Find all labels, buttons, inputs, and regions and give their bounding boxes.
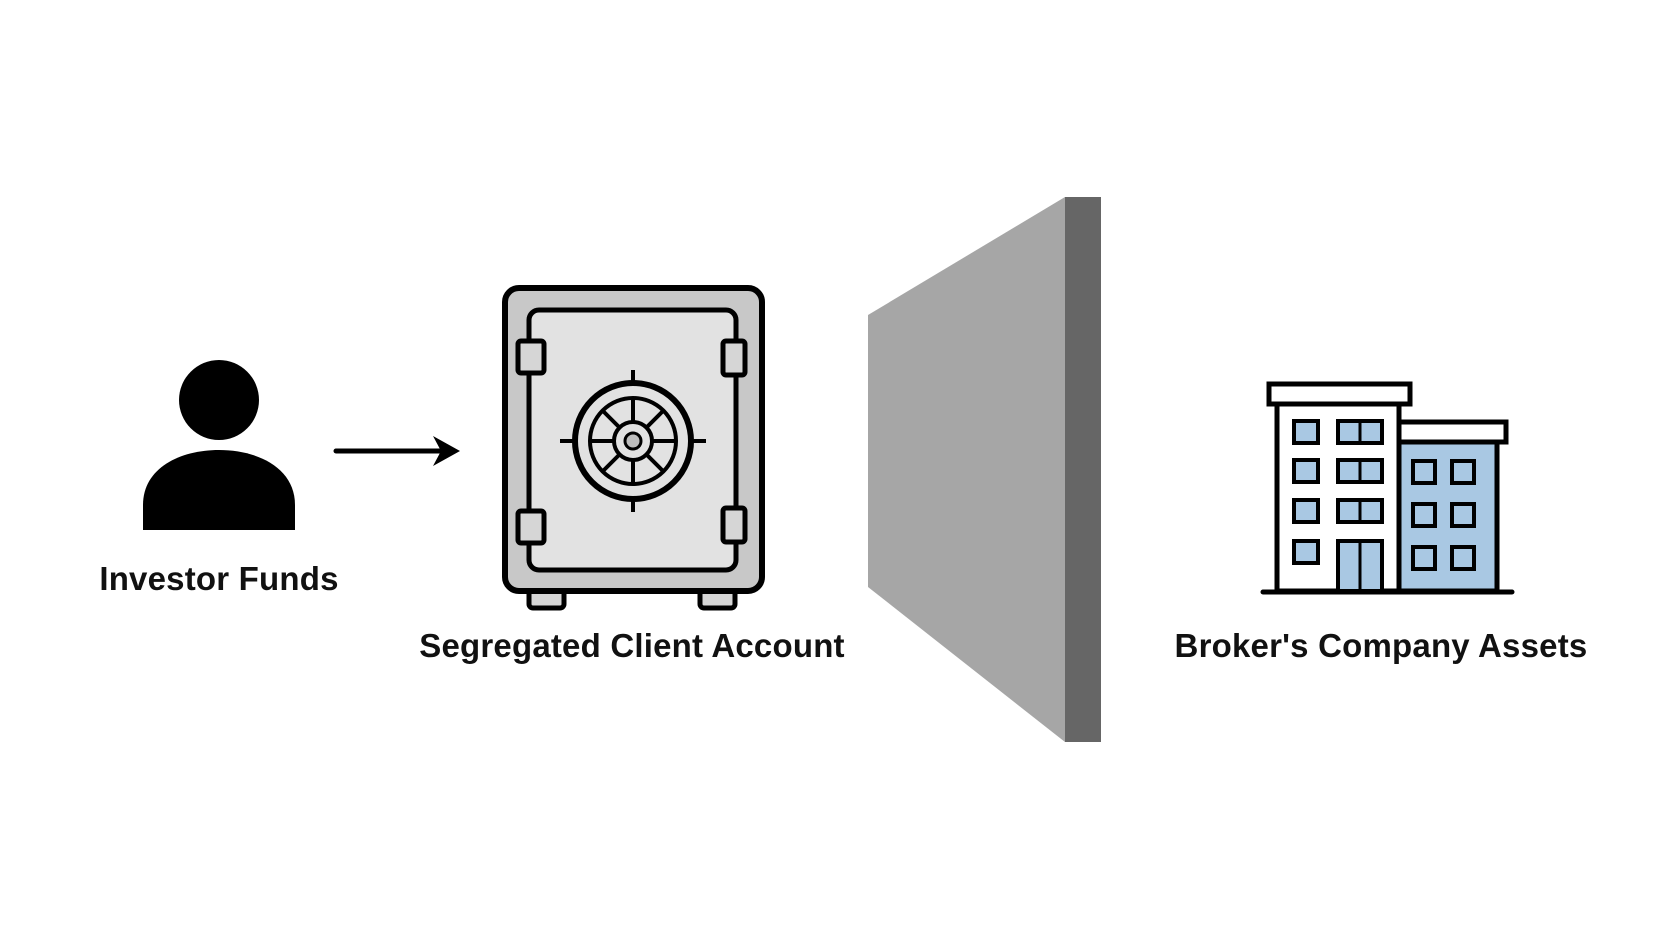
arrow-right-icon — [333, 436, 460, 466]
investor-funds-label: Investor Funds — [99, 560, 339, 597]
broker-company-assets-label: Broker's Company Assets — [1174, 627, 1588, 664]
safe-icon — [502, 285, 765, 611]
person-icon — [143, 360, 295, 530]
segregated-client-account-label: Segregated Client Account — [419, 627, 845, 664]
office-building-icon — [1260, 381, 1515, 595]
wall-barrier — [868, 197, 1101, 742]
